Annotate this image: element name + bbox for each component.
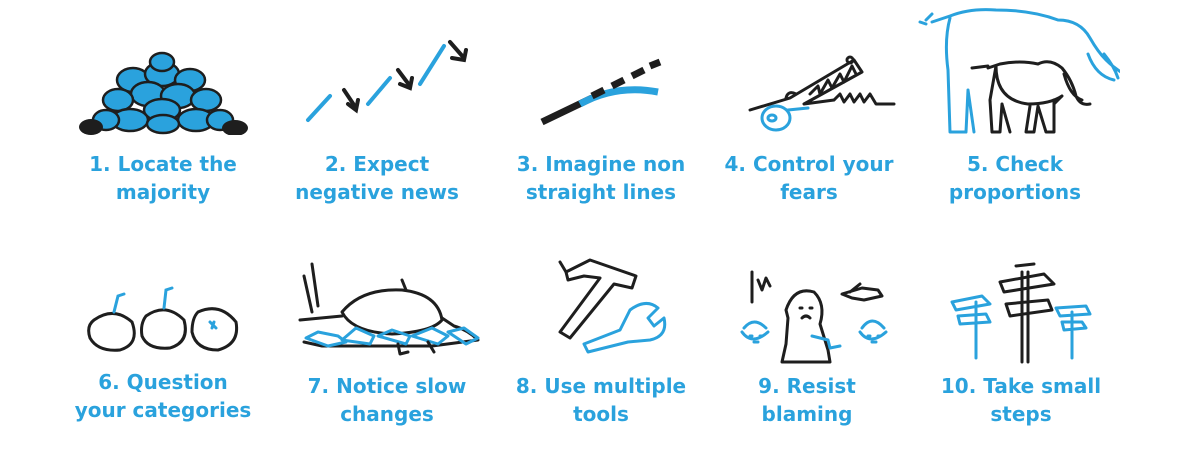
- step-7-caption: 7. Notice slow changes: [282, 372, 492, 428]
- step-4-line-2: fears: [780, 180, 838, 204]
- step-8-line-1: 8. Use multiple: [515, 374, 687, 398]
- step-6-caption: 6. Question your categories: [58, 368, 268, 424]
- step-5-line-2: proportions: [948, 180, 1082, 204]
- zigzag-arrows-icon: [272, 0, 482, 135]
- blaming-people-icon: [702, 232, 912, 367]
- step-3-caption: 3. Imagine non straight lines: [496, 150, 706, 206]
- signposts-icon: [916, 232, 1126, 367]
- step-9-caption: 9. Resist blaming: [702, 372, 912, 428]
- step-3-line-2: straight lines: [525, 180, 677, 204]
- step-10-line-1: 10. Take small: [940, 374, 1102, 398]
- step-6-line-2: your categories: [74, 398, 252, 422]
- step-7-line-2: changes: [340, 402, 434, 426]
- step-7-line-1: 7. Notice slow: [307, 374, 467, 398]
- step-4-line-1: 4. Control your: [724, 152, 894, 176]
- fruits-icon: [58, 232, 268, 367]
- step-5-line-1: 5. Check: [966, 152, 1064, 176]
- step-1-caption: 1. Locate the majority: [58, 150, 268, 206]
- step-5-caption: 5. Check proportions: [910, 150, 1120, 206]
- step-2-line-2: negative news: [295, 180, 459, 204]
- step-8-line-2: tools: [573, 402, 629, 426]
- step-8-caption: 8. Use multiple tools: [496, 372, 706, 428]
- step-2-line-1: 2. Expect: [324, 152, 430, 176]
- step-10-line-2: steps: [990, 402, 1052, 426]
- step-3-line-1: 3. Imagine non: [516, 152, 686, 176]
- curved-line-icon: [496, 0, 706, 135]
- key-saw-icon: [704, 0, 914, 135]
- step-2-caption: 2. Expect negative news: [272, 150, 482, 206]
- step-6-line-1: 6. Question: [98, 370, 228, 394]
- step-9-line-1: 9. Resist: [758, 374, 856, 398]
- hammer-wrench-icon: [496, 232, 706, 367]
- elephants-icon: [910, 0, 1120, 135]
- step-1-line-2: majority: [115, 180, 211, 204]
- turtle-rock-icon: [282, 232, 492, 367]
- step-9-line-2: blaming: [761, 402, 853, 426]
- step-10-caption: 10. Take small steps: [916, 372, 1126, 428]
- step-4-caption: 4. Control your fears: [704, 150, 914, 206]
- step-1-line-1: 1. Locate the: [89, 152, 237, 176]
- rock-pile-icon: [58, 0, 268, 135]
